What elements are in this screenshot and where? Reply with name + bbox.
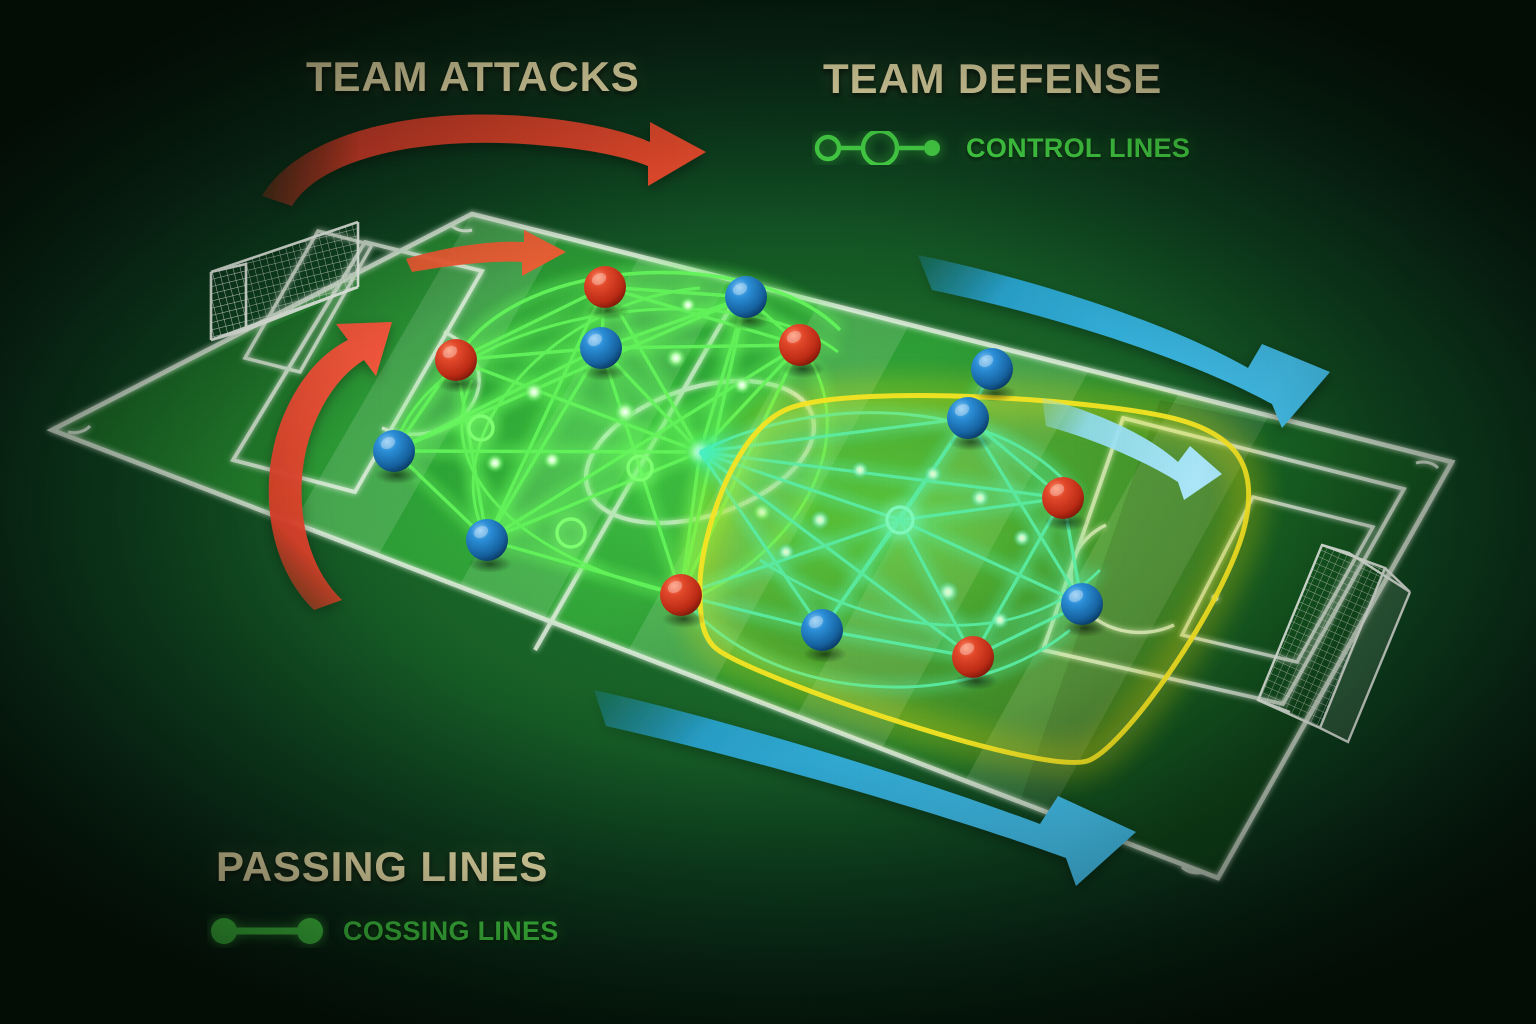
attack-arrow-main	[262, 114, 706, 206]
legend-control-lines[interactable]: CONTROL LINES	[812, 131, 1190, 165]
defense-arrow-lower	[594, 690, 1136, 886]
title-passing-lines: PASSING LINES	[216, 843, 549, 890]
title-team-defense: TEAM DEFENSE	[823, 55, 1163, 102]
defense-arrow-upper	[918, 255, 1330, 428]
legend-cossing-lines[interactable]: COSSING LINES	[207, 914, 559, 948]
node-link-icon	[814, 131, 940, 165]
legend-control-lines-label: CONTROL LINES	[966, 132, 1191, 163]
legend-cossing-lines-label: COSSING LINES	[343, 915, 559, 946]
attack-arrow-left	[268, 322, 392, 610]
defense-arrow-mid	[1042, 398, 1222, 500]
dumbbell-link-icon	[211, 918, 323, 944]
title-team-attacks: TEAM ATTACKS	[306, 53, 640, 100]
attack-arrow-small	[406, 230, 566, 276]
